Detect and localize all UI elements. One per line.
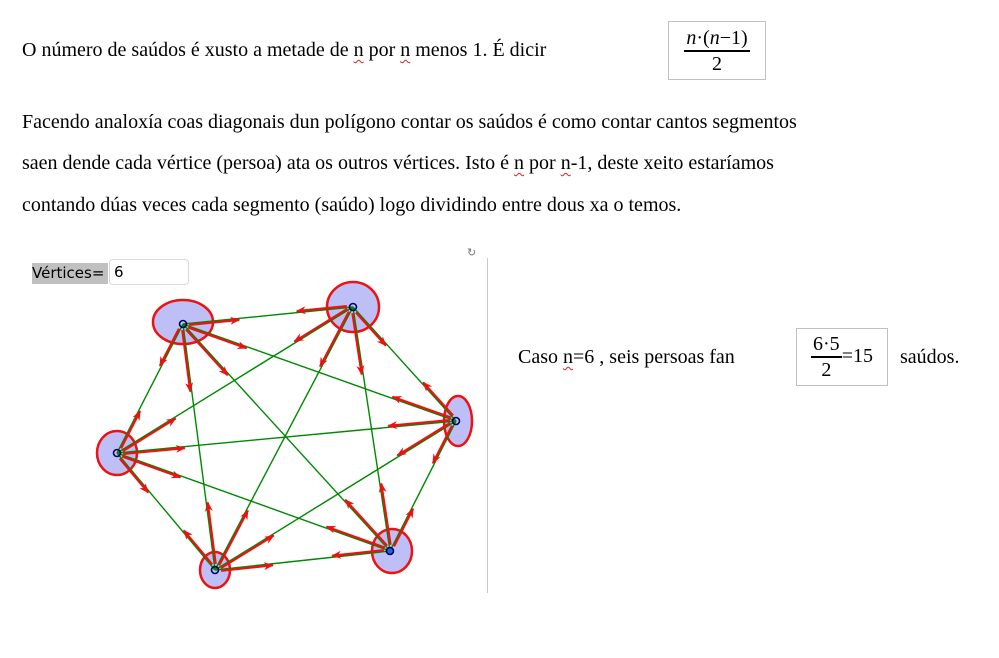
vertex-point-2[interactable] [348, 302, 358, 312]
geogebra-applet[interactable] [32, 248, 488, 592]
fraction-denominator: 2 [821, 359, 832, 381]
handshake-arrow-icon [422, 381, 454, 417]
vertices-input[interactable]: 6 [109, 259, 189, 285]
handshake-arrow-icon [221, 562, 274, 572]
edge-1-3 [182, 323, 457, 422]
handshake-arrow-icon [325, 525, 386, 549]
handshake-arrow-icon [431, 425, 453, 465]
fraction-numerator: n·(n−1) [684, 26, 750, 52]
vertex-point-4[interactable] [385, 546, 395, 556]
handshake-arrow-icon [182, 529, 214, 566]
handshake-arrow-icon [295, 305, 347, 315]
handshake-arrow-icon [319, 311, 350, 368]
edge-2-6 [116, 306, 354, 454]
formula-n-times-n-minus-1-over-2[interactable]: n·(n−1) 2 [668, 21, 766, 80]
handshake-arrow-icon [158, 328, 180, 367]
caso-text: Caso n=6 , seis persoas fan [518, 346, 735, 368]
vertex-point-1[interactable] [178, 319, 188, 329]
intro-text-end: menos 1. É dicir [410, 39, 547, 61]
handshake-arrow-icon [123, 444, 186, 456]
intro-text: O número de saúdos é xusto a metade de [22, 39, 354, 61]
paragraph-analogy-line1: Facendo analoxía coas diagonais dun polí… [22, 111, 797, 133]
handshake-arrow-icon [187, 326, 248, 350]
handshake-arrow-icon [120, 410, 142, 449]
edge-1-6 [116, 323, 184, 454]
handshake-arrow-icon [220, 534, 275, 570]
variable-n: n [400, 39, 411, 61]
edge-3-5 [214, 420, 457, 571]
edge-1-5 [182, 323, 216, 571]
fraction: n·(n−1) 2 [684, 26, 750, 76]
edge-4-6 [116, 452, 391, 552]
variable-n: n [560, 152, 571, 174]
handshake-arrow-icon [331, 549, 384, 559]
variable-n: n [563, 346, 573, 368]
handshake-arrow-icon [293, 307, 348, 343]
vertex-point-6[interactable] [112, 448, 122, 458]
handshake-arrow-icon [393, 507, 415, 547]
variable-n: n [353, 39, 364, 61]
edge-3-6 [116, 420, 457, 454]
handshake-arrow-icon [121, 455, 182, 479]
handshake-arrow-icon [355, 311, 387, 347]
edge-2-5 [214, 306, 354, 571]
handshake-arrow-icon [185, 328, 229, 376]
caso-tail: saúdos. [900, 346, 960, 368]
handshake-arrow-icon [387, 418, 450, 430]
handshake-arrow-icon [181, 330, 194, 393]
fraction: 6·5 2 [811, 332, 842, 382]
reset-icon[interactable]: ↻ [467, 246, 477, 259]
edge-3-4 [389, 420, 457, 552]
vertex-point-5[interactable] [210, 565, 220, 575]
variable-n: n [514, 152, 525, 174]
handshake-arrow-icon [378, 482, 392, 546]
fraction-numerator: 6·5 [811, 332, 842, 358]
vertices-slider-label: Vértices= [32, 263, 108, 284]
edge-1-2 [182, 306, 354, 325]
handshake-arrow-icon [391, 395, 452, 419]
formula-six-times-five-over-two[interactable]: 6·5 2 =15 [796, 328, 888, 386]
edge-2-3 [352, 306, 457, 422]
handshake-arrow-icon [344, 499, 388, 547]
fraction-denominator: 2 [712, 52, 722, 75]
handshake-arrow-icon [122, 417, 177, 453]
handshake-arrow-icon [118, 457, 150, 494]
paragraph-analogy-line3: contando dúas veces cada segmento (saúdo… [22, 194, 682, 216]
edge-4-5 [214, 550, 391, 571]
handshake-arrow-icon [396, 421, 451, 457]
handshake-arrow-icon [218, 509, 249, 566]
applet-border [487, 258, 488, 593]
handshake-arrow-icon [189, 316, 241, 326]
edge-5-6 [116, 452, 216, 571]
vertex-point-3[interactable] [451, 416, 461, 426]
paragraph-analogy-line2: saen dende cada vértice (persoa) ata os … [22, 152, 774, 174]
paragraph-intro: O número de saúdos é xusto a metade de n… [22, 38, 546, 62]
intro-text-por: por [363, 39, 401, 61]
formula-result: =15 [841, 344, 873, 367]
handshake-arrow-icon [204, 501, 217, 564]
handshake-arrow-icon [351, 312, 365, 376]
